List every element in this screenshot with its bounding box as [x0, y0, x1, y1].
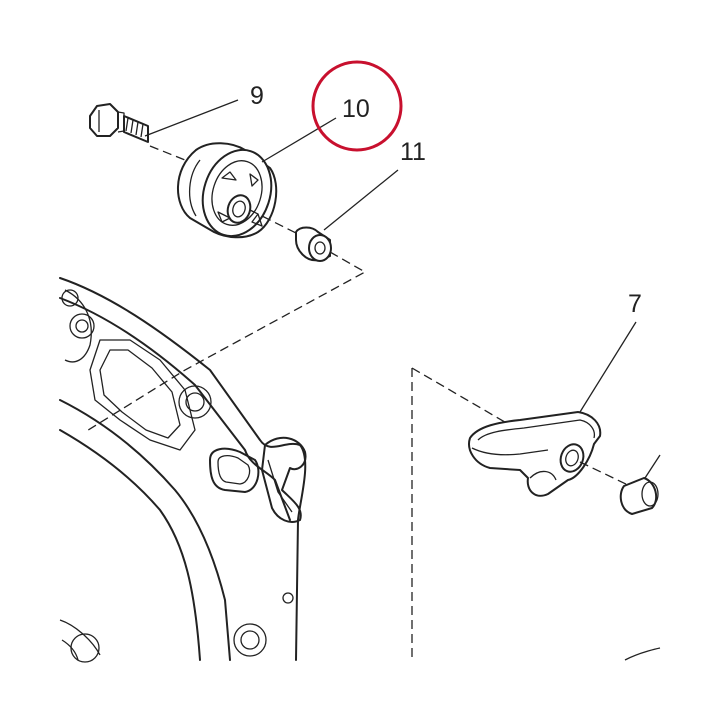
frame-bracket [59, 277, 307, 663]
leader-line-11 [323, 169, 399, 231]
axis-line-7 [579, 461, 629, 486]
callout-label-7: 7 [628, 290, 642, 318]
sleeve-near-part-7 [619, 477, 659, 515]
leader-line-10 [261, 117, 337, 163]
sleeve-part-11 [295, 226, 332, 262]
bolt-part-9 [89, 103, 149, 143]
leader-line-9 [144, 99, 239, 137]
partial-part-bottom-right [624, 647, 661, 661]
bushing-part-10 [177, 142, 278, 239]
assembly-path-main [84, 251, 367, 433]
leader-cut-right [644, 454, 661, 479]
axis-line-10 [249, 209, 301, 236]
callout-label-11: 11 [400, 138, 426, 166]
callout-label-9: 9 [250, 82, 264, 110]
assembly-path-7 [411, 367, 511, 426]
callout-label-10: 10 [342, 95, 370, 123]
highlight-circle [311, 60, 403, 152]
leader-line-7 [579, 321, 637, 413]
bracket-part-7 [468, 411, 602, 497]
